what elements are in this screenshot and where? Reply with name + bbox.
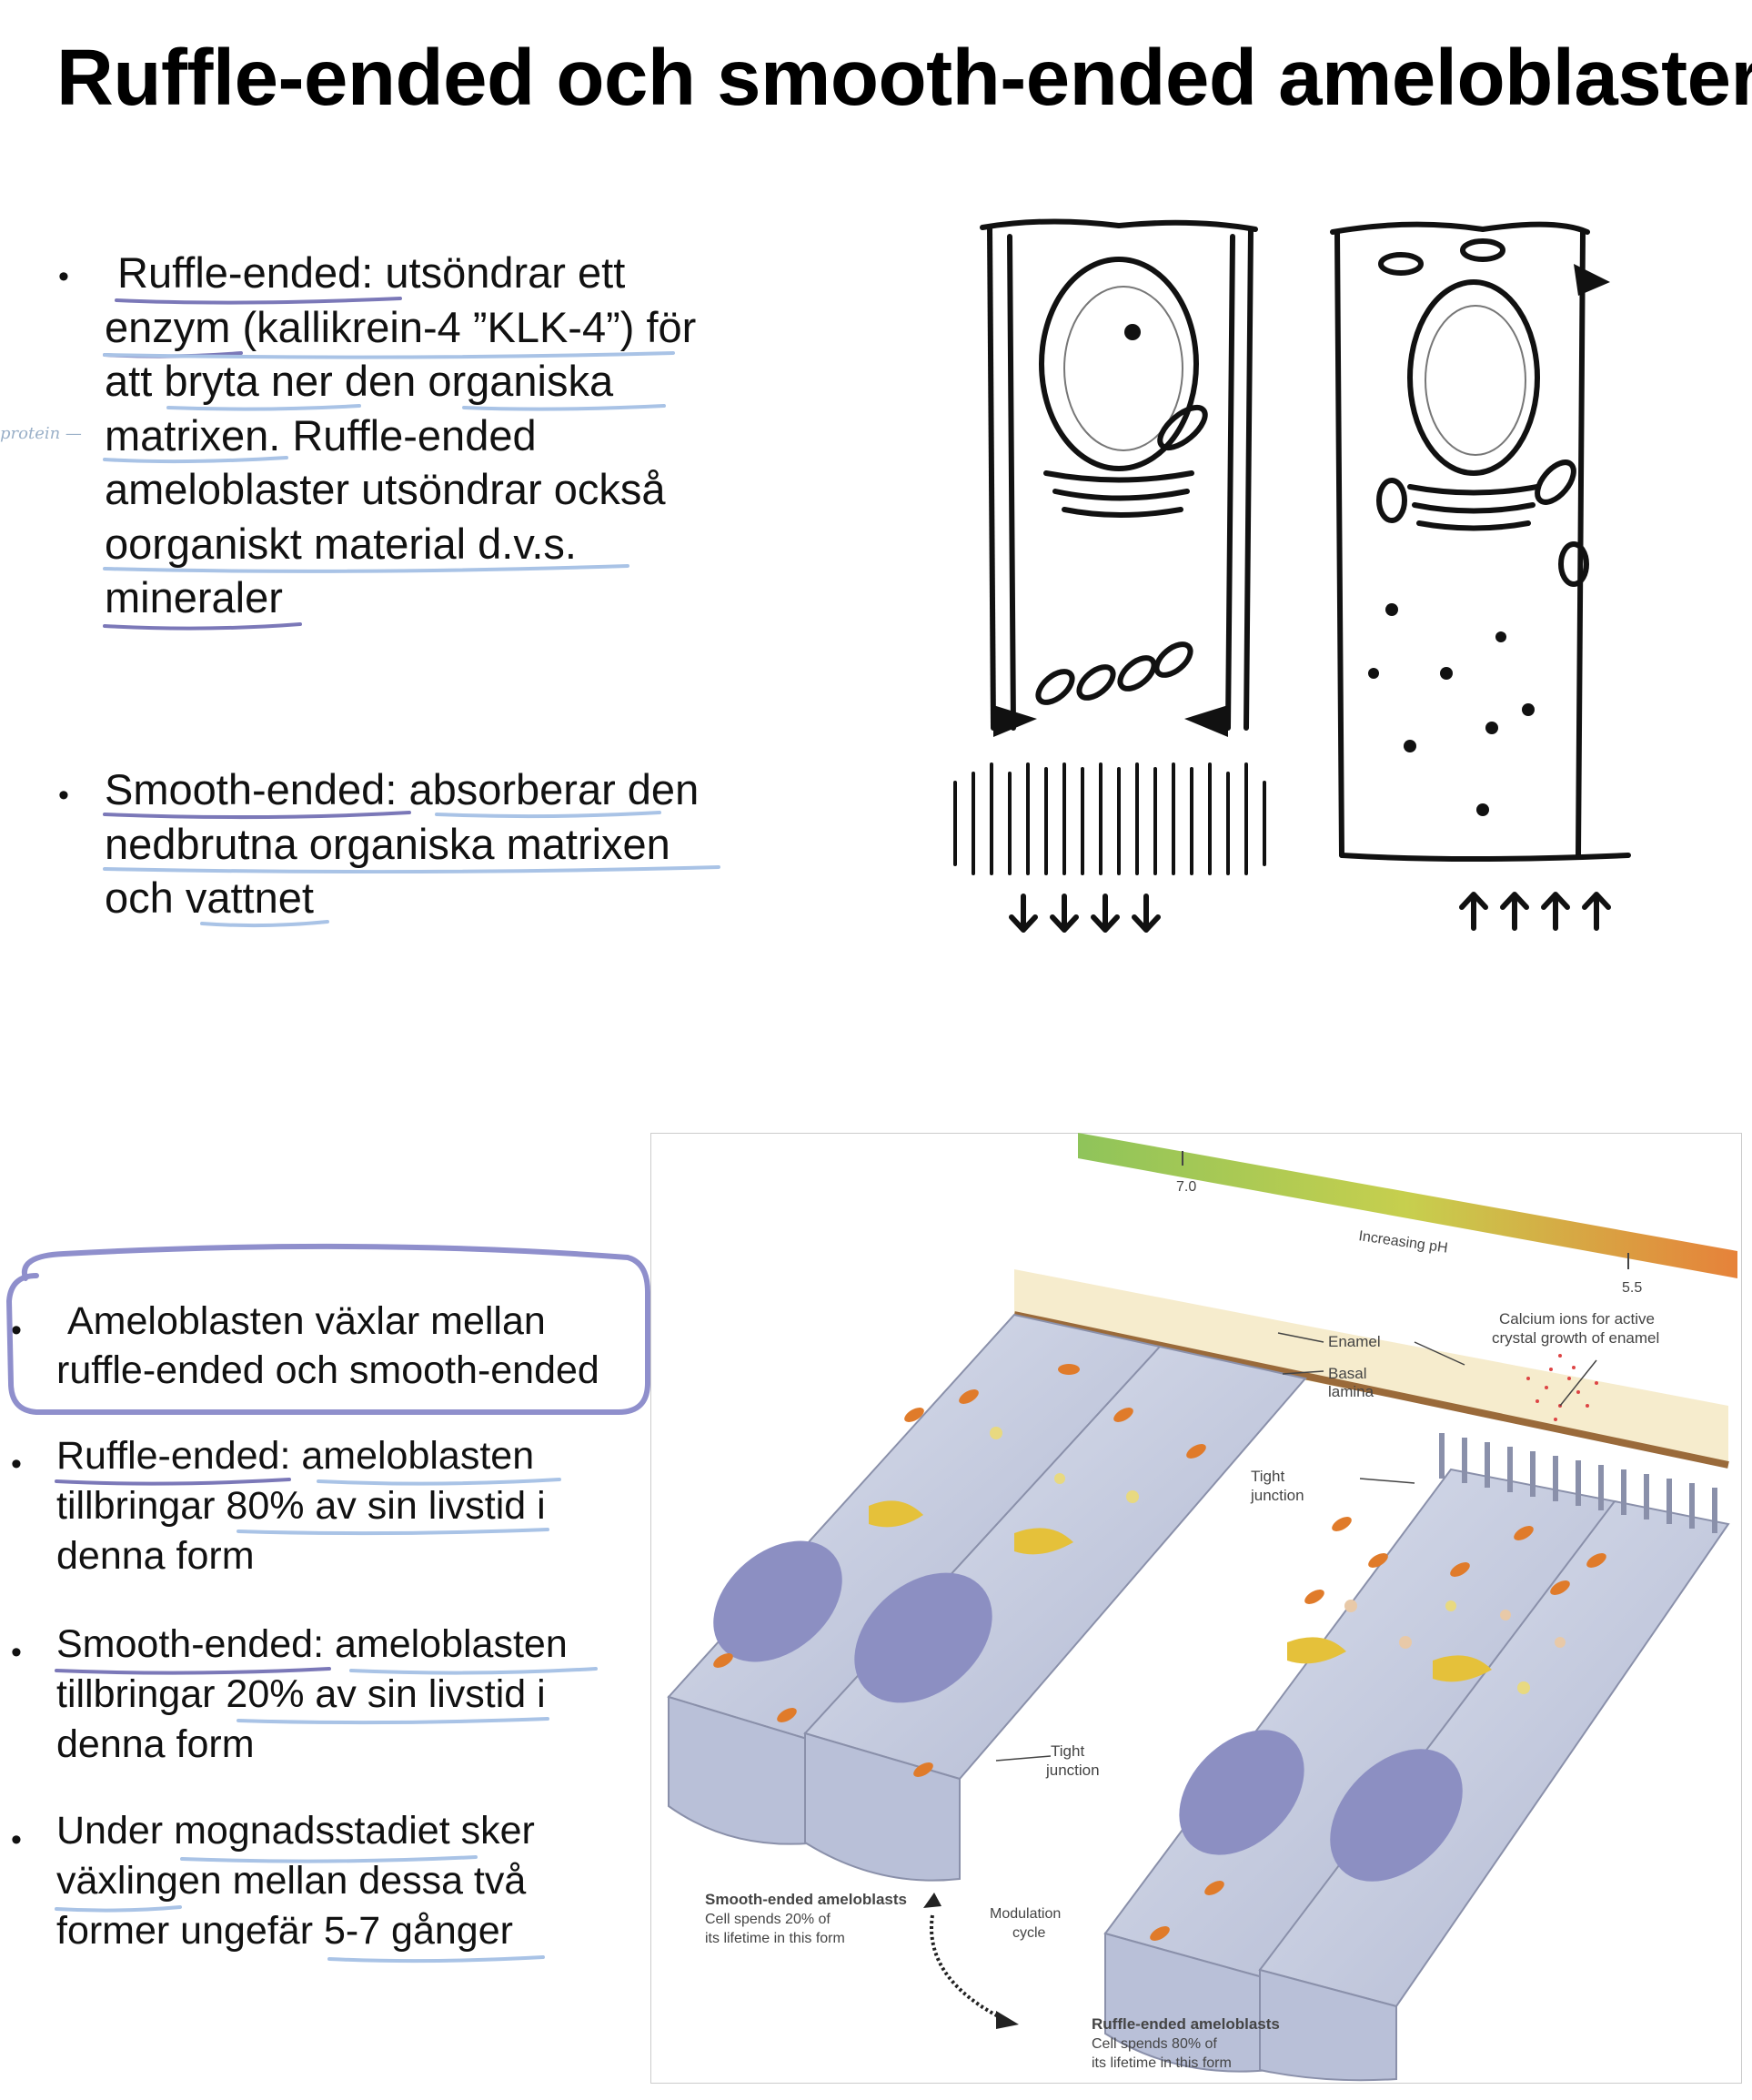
text-line: former ungefär 5-7 gånger — [56, 1909, 513, 1953]
bullet-smooth-absorbs: Smooth-ended: absorberar den nedbrutna o… — [105, 762, 699, 925]
text-line: denna form — [56, 1722, 255, 1766]
ruffle-cell-wall — [987, 225, 996, 731]
text-line: matrixen. Ruffle-ended — [105, 410, 537, 459]
text-line: växlingen mellan dessa två — [56, 1859, 527, 1903]
modulation-label-1: Modulation — [990, 1906, 1061, 1922]
text-line: Smooth-ended: absorberar den — [105, 765, 700, 813]
bullet-dot: • — [11, 1313, 22, 1348]
ph-high-label: 5.5 — [1622, 1280, 1642, 1296]
basal-label-1: Basal — [1328, 1365, 1367, 1382]
page-title: Ruffle-ended och smooth-ended ameloblast… — [56, 34, 1752, 122]
smooth-cell-top — [1330, 221, 1590, 235]
ph-low-label: 7.0 — [1176, 1179, 1196, 1195]
calcium-label-2: crystal growth of enamel — [1492, 1329, 1659, 1347]
modulation-label-2: cycle — [1012, 1925, 1046, 1941]
nucleus — [713, 1540, 842, 1662]
enamel-layer — [1014, 1269, 1728, 1465]
bullet-ruffle-80: Ruffle-ended: ameloblasten tillbringar 8… — [56, 1431, 546, 1581]
text-line: att bryta ner den organiska — [105, 357, 614, 405]
bullet-dot: • — [58, 259, 69, 294]
text-line: och vattnet — [105, 873, 314, 922]
bullet-smooth-20: Smooth-ended: ameloblasten tillbringar 2… — [56, 1620, 568, 1770]
ph-gradient-bar — [1078, 1133, 1737, 1278]
tight-junction-label-2: junction — [1250, 1487, 1304, 1504]
ruffle-desc-1: Cell spends 80% of — [1092, 2036, 1217, 2052]
bullet-ruffle-secretes: Ruffle-ended: utsöndrar ett enzym (kalli… — [105, 246, 696, 625]
margin-note: protein — — [0, 424, 82, 443]
ruffle-ended-cells — [1103, 1433, 1730, 2082]
text-line: ameloblaster utsöndrar också — [105, 465, 666, 513]
bullet-dot: • — [58, 778, 69, 813]
text-line: tillbringar 20% av sin livstid i — [56, 1672, 546, 1716]
nucleus — [1179, 1730, 1304, 1855]
text-line: mineraler — [105, 573, 283, 621]
modulation-arrow-down — [930, 1914, 1006, 2022]
ruffle-cell-top — [980, 218, 1258, 232]
golgi — [1287, 1637, 1346, 1664]
smooth-desc-2: its lifetime in this form — [705, 1931, 845, 1946]
smooth-ended-cells — [667, 1313, 1307, 1882]
text-line: Ruffle-ended: utsöndrar ett — [117, 248, 626, 297]
margin-note-text: protein — [0, 424, 61, 443]
ruffle-title: Ruffle-ended ameloblasts — [1092, 2015, 1280, 2033]
bullet-dot: • — [11, 1635, 22, 1670]
golgi — [1433, 1655, 1492, 1682]
enamel-label: Enamel — [1328, 1333, 1381, 1350]
text-line: Ruffle-ended: ameloblasten — [56, 1434, 535, 1478]
golgi — [1014, 1528, 1073, 1555]
nucleus — [1330, 1749, 1463, 1882]
text-line: oorganiskt material d.v.s. — [105, 519, 577, 568]
modulation-arrow-up — [923, 1893, 941, 1908]
basal-label-2: lamina — [1328, 1383, 1374, 1400]
smooth-title: Smooth-ended ameloblasts — [705, 1891, 907, 1908]
text-line: denna form — [56, 1534, 255, 1578]
text-line: tillbringar 80% av sin livstid i — [56, 1484, 546, 1528]
bullet-maturation: Under mognadsstadiet sker växlingen mell… — [56, 1806, 535, 1956]
ruffle-desc-2: its lifetime in this form — [1092, 2055, 1232, 2071]
text-line: Smooth-ended: ameloblasten — [56, 1622, 568, 1666]
ameloblast-diagram: 7.0 Increasing pH 5.5 — [650, 1133, 1742, 2084]
boxed-statement: Ameloblasten växlar mellan ruffle-ended … — [56, 1297, 599, 1395]
smooth-nucleus — [1407, 279, 1540, 476]
smooth-desc-1: Cell spends 20% of — [705, 1912, 831, 1927]
calcium-label-1: Calcium ions for active — [1499, 1310, 1655, 1328]
text-line: Ameloblasten växlar mellan — [67, 1299, 546, 1343]
tight-junction-label-1: Tight — [1251, 1468, 1284, 1485]
text-line: nedbrutna organiska matrixen — [105, 819, 670, 868]
bullet-dot: • — [11, 1822, 22, 1857]
tight-junction-label-3: Tight — [1051, 1742, 1084, 1760]
sketch-figure — [953, 218, 1631, 933]
tight-junction-label-4: junction — [1045, 1762, 1100, 1779]
nucleus — [854, 1572, 992, 1703]
ruffle-nucleus — [1039, 257, 1199, 471]
golgi — [869, 1500, 923, 1528]
text-line: ruffle-ended och smooth-ended — [56, 1348, 599, 1392]
bullet-dot: • — [11, 1447, 22, 1481]
text-line: Under mognadsstadiet sker — [56, 1809, 535, 1853]
basal-lamina-line — [1013, 1311, 1729, 1469]
text-line: enzym (kallikrein-4 ”KLK-4”) för — [105, 302, 697, 351]
smooth-cell-wall — [1334, 229, 1344, 858]
